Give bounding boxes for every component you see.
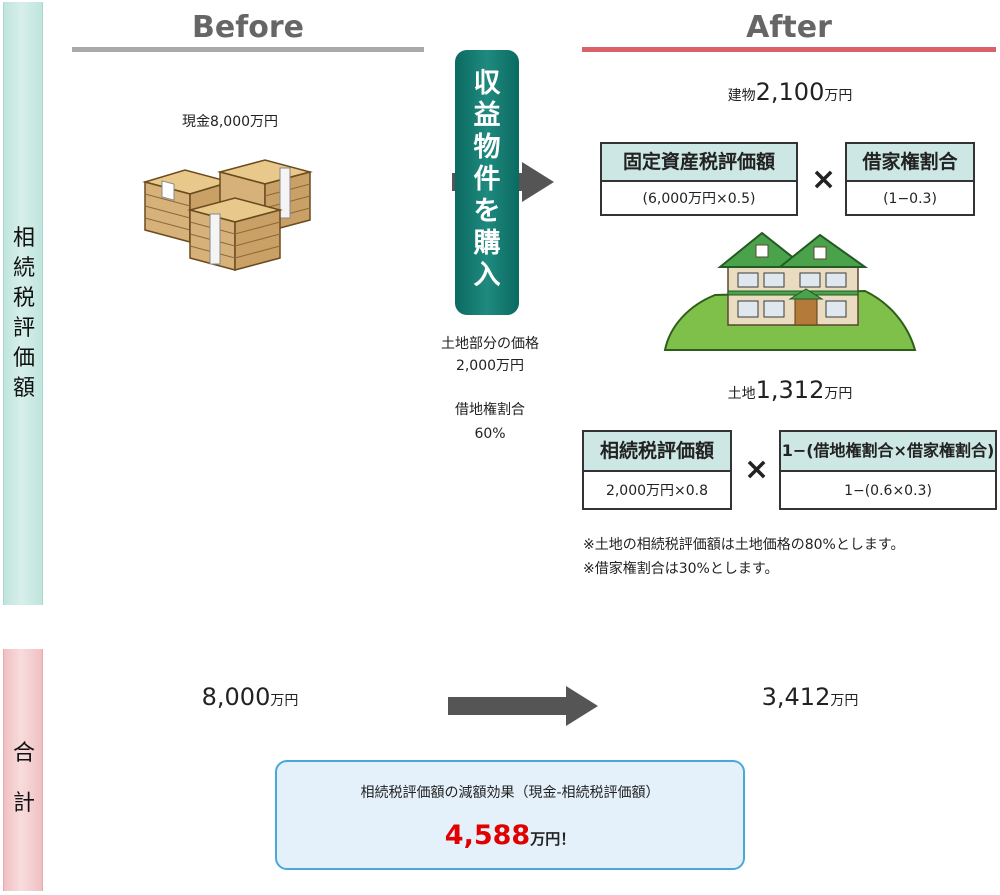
- before-underline: [72, 47, 424, 52]
- money-bundles-image: [142, 159, 313, 271]
- before-header: Before: [191, 10, 305, 45]
- land-lease-ratio-box: 1−(借地権割合×借家権割合) 1−(0.6×0.3): [779, 430, 997, 510]
- land-price-info: 土地部分の価格 2,000万円: [441, 336, 539, 374]
- total-bar: 合 計: [3, 649, 43, 891]
- reduction-effect-caption: 相続税評価額の減額効果（現金-相続税評価額）: [360, 785, 660, 801]
- multiply-icon-2: ×: [744, 452, 770, 487]
- inheritance-valuation-box: 相続税評価額 2,000万円×0.8: [582, 430, 732, 510]
- inheritance-valuation-label: 相 続 税 評 価 額: [12, 226, 35, 401]
- land-lease-info: 借地権割合 60%: [455, 402, 525, 442]
- reduction-effect-box: 相続税評価額の減額効果（現金-相続税評価額） 4,588万円！: [275, 760, 745, 870]
- assumption-notes: ※土地の相続税評価額は土地価格の80%とします。 ※借家権割合は30%とします。: [583, 537, 905, 577]
- tenant-right-ratio-box: 借家権割合 (1−0.3): [845, 142, 975, 216]
- cash-label: 現金8,000万円: [181, 114, 279, 130]
- after-header: After: [746, 10, 832, 45]
- after-underline: [582, 47, 996, 52]
- purchase-income-property-badge: 収 益 物 件 を 購 入: [455, 50, 519, 315]
- land-value: 土地1,312万円: [727, 376, 853, 404]
- total-label: 合 計: [12, 741, 35, 816]
- total-after-value: 3,412万円: [761, 683, 859, 711]
- reduction-effect-amount: 4,588万円！: [444, 820, 576, 851]
- total-before-value: 8,000万円: [201, 683, 299, 711]
- rental-house-image: [663, 231, 917, 351]
- total-arrow-icon: [448, 686, 598, 726]
- multiply-icon: ×: [811, 162, 837, 197]
- inheritance-valuation-bar: 相 続 税 評 価 額: [3, 2, 43, 605]
- building-value: 建物2,100万円: [727, 78, 853, 106]
- fixed-asset-tax-box: 固定資産税評価額 (6,000万円×0.5): [600, 142, 798, 216]
